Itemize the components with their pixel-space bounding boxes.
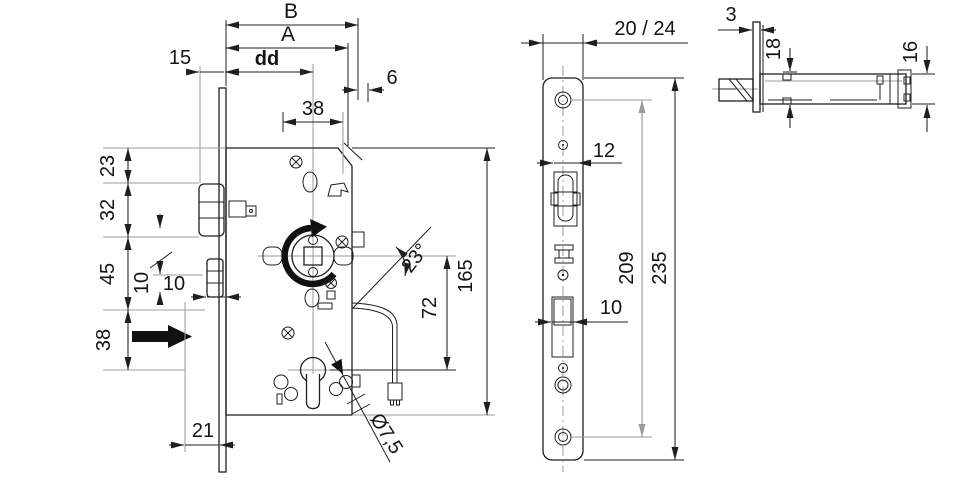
lock-top-view: 3 18 16 [712,4,935,132]
cylinder-screw-hole [554,376,572,394]
faceplate-front-view: 20 / 24 12 10 209 235 [521,18,688,472]
dim-label-20-24: 20 / 24 [614,18,675,40]
deadbolt-cutout [551,296,574,358]
handle-screw-holes [273,374,353,405]
faceplate-small-hole-top [558,140,568,150]
latch-bolt [198,183,257,237]
dim-label-12: 12 [593,140,615,162]
case-step-lower [351,374,361,388]
dim-label-45: 45 [97,263,119,285]
rotation-arrow-icon [281,219,337,288]
latch-bolt-top [718,78,754,102]
dim-label-235: 235 [649,251,671,284]
dim-label-dd: dd [255,48,279,70]
dim-label-21: 21 [192,420,214,442]
case-end-plate [889,73,899,105]
dim-label-23deg: 23° [397,240,433,277]
faceplate-mid-screw-hole [557,269,569,281]
dim-label-10-throw: 10 [163,273,185,295]
dim-label-209: 209 [616,251,638,284]
internal-cutouts [149,171,349,310]
dim-label-165: 165 [455,259,477,292]
lock-body-side-view: B A dd 15 6 38 23 32 45 38 [93,0,495,473]
case-corner-chamfer [343,142,363,161]
cable-connector [387,382,403,401]
dim-label-3: 3 [725,4,736,26]
bolt-direction-arrow-icon [132,325,192,348]
dim-label-23: 23 [97,155,119,177]
faceplate-bottom-screw-hole [554,428,572,446]
dim-label-dia75: Ø7,5 [365,410,407,458]
dim-label-10-vertical: 10 [131,272,153,294]
dim-label-38-left: 38 [93,329,115,351]
dim-label-18: 18 [763,38,785,60]
dim-label-32: 32 [97,199,119,221]
dim-label-72: 72 [419,297,441,319]
latch-cutout [550,171,581,227]
dim-label-a: A [281,23,295,46]
euro-cylinder-hole [299,356,327,410]
lock-case [225,147,353,416]
dim-label-10-faceplate: 10 [600,297,622,319]
deadbolt [206,258,224,298]
handle-angle-line [351,226,432,310]
faceplate-top-edge [752,21,761,113]
faceplate-small-hole-bottom [558,363,568,373]
lever-cutout [327,182,349,197]
reference-slash [149,251,173,269]
dim-label-6: 6 [386,67,397,89]
dim-label-b: B [284,0,298,23]
top-view-dimensions: 3 18 16 [718,4,935,132]
case-step-upper [351,231,365,248]
dim-label-16: 16 [900,41,922,63]
faceplate-dimensions: 20 / 24 12 10 209 235 [521,18,688,461]
case-end-cap [897,69,912,109]
dim-label-38-top: 38 [302,98,324,120]
dim-label-15: 15 [169,47,191,69]
connection-cable [351,302,403,406]
diameter-leader: Ø7,5 [324,341,407,463]
screw-icon [281,155,349,340]
lock-case-top [759,69,912,109]
auxiliary-latch-cutout [554,244,574,264]
